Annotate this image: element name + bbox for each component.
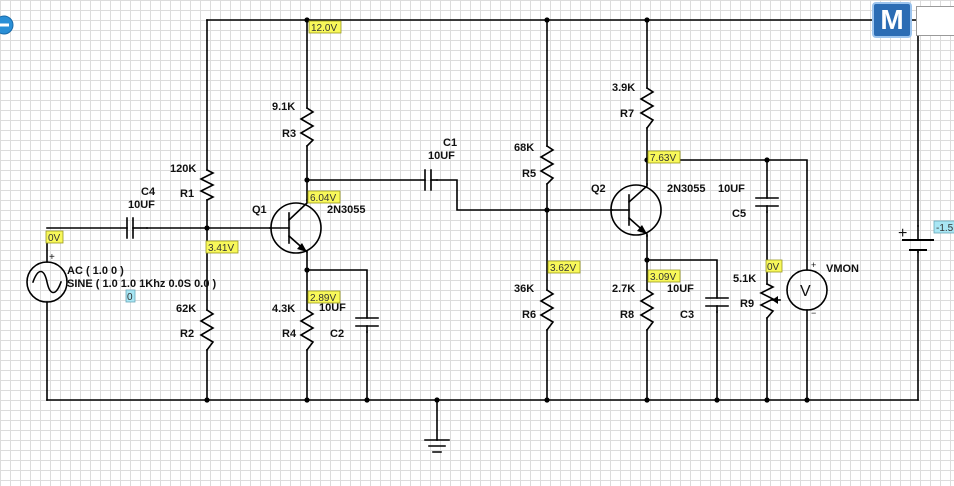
probe-supply[interactable]: 12.0V xyxy=(308,20,342,34)
resistor-r6[interactable] xyxy=(539,288,555,332)
r7-name: R7 xyxy=(620,108,634,120)
c4-name: C4 xyxy=(141,186,156,198)
ground-icon xyxy=(424,439,450,453)
r6-name: R6 xyxy=(522,309,536,321)
app-logo[interactable]: M xyxy=(872,2,912,38)
probe-q1-emitter[interactable]: 2.89V xyxy=(307,290,341,304)
probe-q1-base[interactable]: 3.41V xyxy=(205,240,239,254)
ac-source[interactable]: + xyxy=(26,252,68,303)
potentiometer-r9[interactable] xyxy=(759,282,781,320)
battery[interactable]: + xyxy=(898,225,934,253)
r1-name: R1 xyxy=(180,188,194,200)
resistor-r1[interactable] xyxy=(199,168,215,202)
c2-name: C2 xyxy=(330,328,344,340)
c3-value: 10UF xyxy=(667,283,694,295)
resistor-r5[interactable] xyxy=(539,144,555,186)
transistor-q1[interactable] xyxy=(269,199,322,254)
r9-value: 5.1K xyxy=(733,273,756,285)
c5-name: C5 xyxy=(732,208,746,220)
r8-name: R8 xyxy=(620,309,634,321)
svg-text:V: V xyxy=(800,283,811,300)
r4-value: 4.3K xyxy=(272,303,295,315)
vmon-name: VMON xyxy=(826,263,859,275)
c1-value: 10UF xyxy=(428,150,455,162)
svg-text:3.41V: 3.41V xyxy=(208,243,234,254)
probe-q2-base[interactable]: 3.62V xyxy=(547,260,581,274)
transistor-q2[interactable] xyxy=(610,183,662,237)
svg-text:+: + xyxy=(49,252,55,263)
resistor-r2[interactable] xyxy=(199,308,215,352)
r9-name: R9 xyxy=(740,298,754,310)
capacitor-c1[interactable] xyxy=(424,169,438,191)
svg-text:-1.5: -1.5 xyxy=(936,223,954,234)
side-panel-field[interactable] xyxy=(916,6,954,36)
r4-name: R4 xyxy=(282,328,297,340)
r7-value: 3.9K xyxy=(612,82,635,94)
voltmeter-vmon[interactable]: V + − xyxy=(786,260,828,318)
q2-name: Q2 xyxy=(591,183,606,195)
svg-text:6.04V: 6.04V xyxy=(310,193,336,204)
q1-name: Q1 xyxy=(252,204,267,216)
svg-text:12.0V: 12.0V xyxy=(311,23,337,34)
c3-name: C3 xyxy=(680,309,694,321)
r5-value: 68K xyxy=(514,142,534,154)
r2-name: R2 xyxy=(180,328,194,340)
source-params-1: AC ( 1.0 0 ) xyxy=(67,265,124,277)
zoom-out-icon[interactable] xyxy=(0,14,22,36)
probe-q1-collector[interactable]: 6.04V xyxy=(307,190,341,204)
r2-value: 62K xyxy=(176,303,196,315)
probe-q2-collector[interactable]: 7.63V xyxy=(647,150,681,164)
svg-text:+: + xyxy=(898,225,907,242)
svg-text:7.63V: 7.63V xyxy=(650,153,676,164)
component-labels: 120K R1 62K R2 9.1K R3 4.3K R4 68K R5 36… xyxy=(67,82,859,340)
r5-name: R5 xyxy=(522,168,536,180)
c1-name: C1 xyxy=(443,137,457,149)
svg-text:−: − xyxy=(811,308,816,318)
svg-text:3.09V: 3.09V xyxy=(650,272,676,283)
resistor-r8[interactable] xyxy=(639,288,655,332)
probe-q2-emitter[interactable]: 3.09V xyxy=(647,269,681,283)
resistor-r7[interactable] xyxy=(639,86,655,130)
probe-output[interactable]: 0V xyxy=(765,259,783,273)
probe-battery[interactable]: -1.5 xyxy=(933,220,954,234)
c4-value: 10UF xyxy=(128,199,155,211)
probe-input-current[interactable]: 0 xyxy=(125,289,136,303)
source-params-2: SINE ( 1.0 1.0 1Khz 0.0S 0.0 ) xyxy=(67,278,217,290)
capacitor-c2[interactable] xyxy=(355,317,379,333)
q2-model: 2N3055 xyxy=(667,183,706,195)
svg-text:0V: 0V xyxy=(767,262,780,273)
capacitor-c5[interactable] xyxy=(755,197,779,213)
svg-text:0V: 0V xyxy=(48,233,61,244)
svg-text:2.89V: 2.89V xyxy=(310,293,336,304)
capacitor-c3[interactable] xyxy=(705,297,729,313)
svg-text:3.62V: 3.62V xyxy=(550,263,576,274)
r8-value: 2.7K xyxy=(612,283,635,295)
svg-text:0: 0 xyxy=(127,292,133,303)
r6-value: 36K xyxy=(514,283,534,295)
r3-name: R3 xyxy=(282,128,296,140)
q1-model: 2N3055 xyxy=(327,204,366,216)
probe-input[interactable]: 0V xyxy=(45,230,64,244)
c5-value: 10UF xyxy=(718,183,745,195)
svg-text:+: + xyxy=(811,260,816,270)
r3-value: 9.1K xyxy=(272,101,295,113)
c2-value: 10UF xyxy=(319,302,346,314)
r1-value: 120K xyxy=(170,163,196,175)
junctions xyxy=(204,17,810,403)
resistor-r4[interactable] xyxy=(299,308,315,352)
wires xyxy=(46,19,919,441)
capacitor-c4[interactable] xyxy=(126,217,148,239)
resistor-r3[interactable] xyxy=(299,106,315,148)
